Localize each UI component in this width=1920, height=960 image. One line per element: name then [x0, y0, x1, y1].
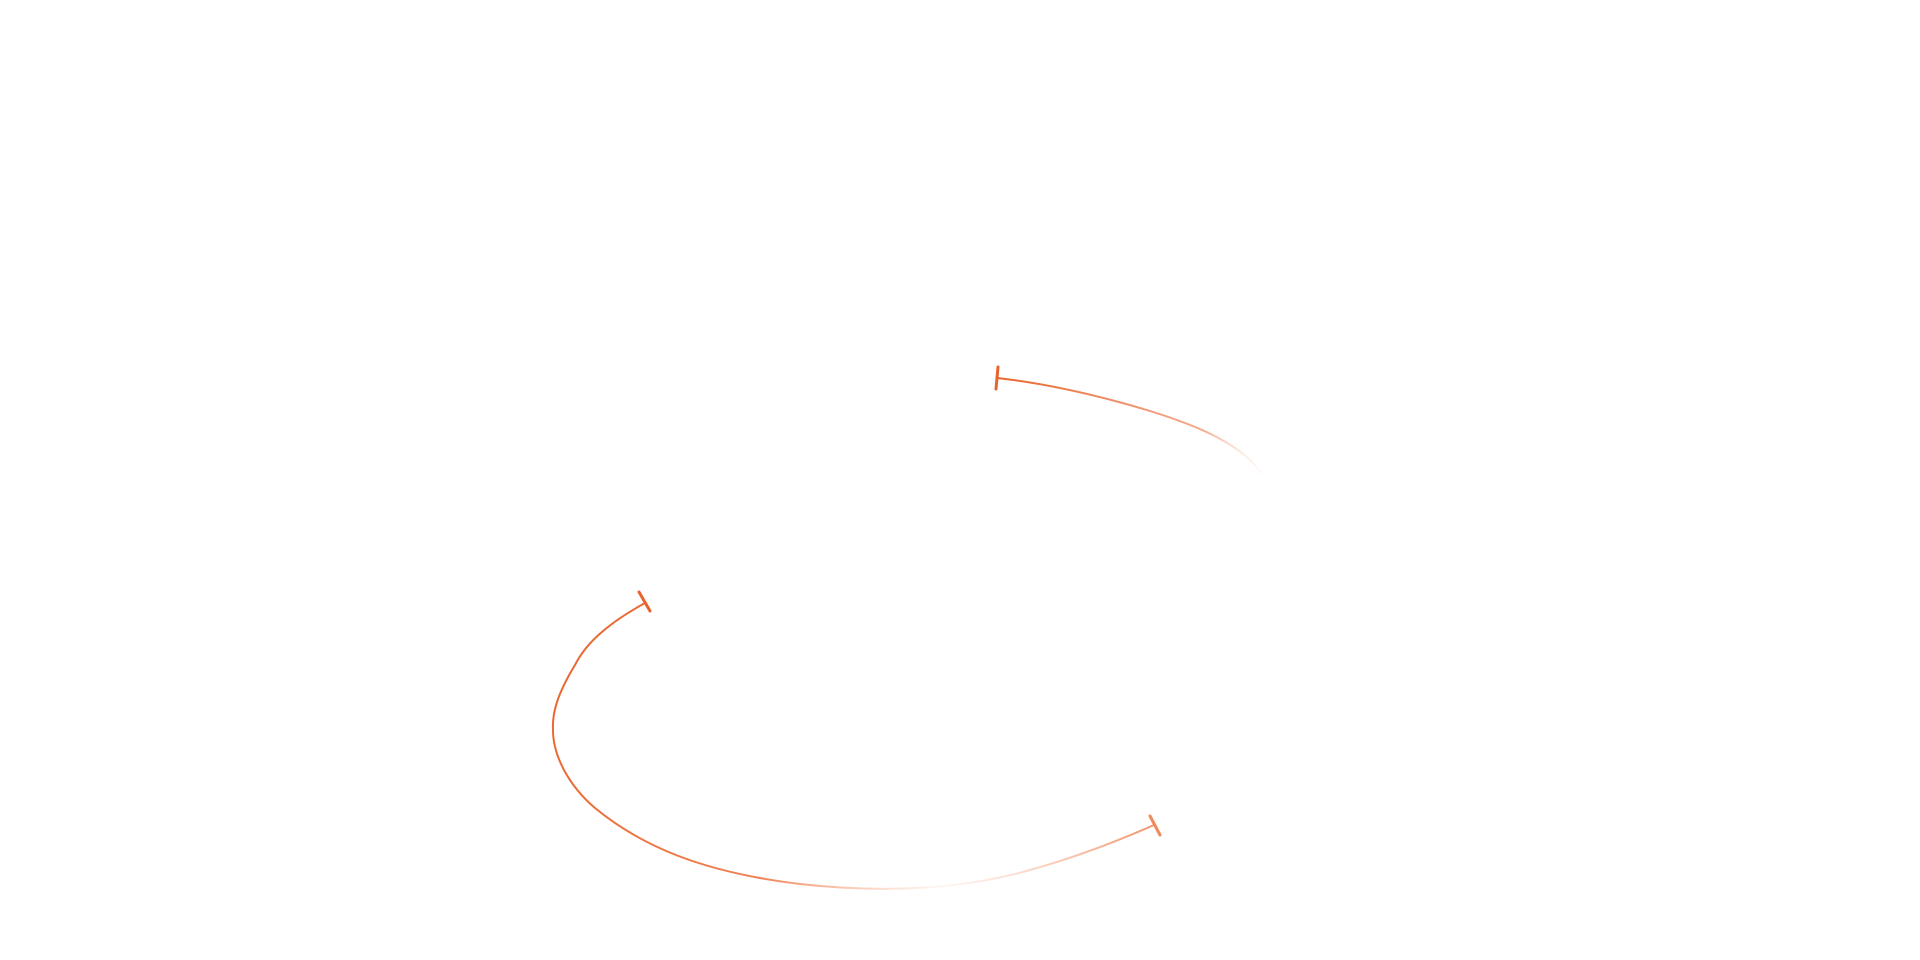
lower-arc-start-tick: [637, 590, 652, 613]
lower-arc: [551, 590, 1162, 890]
lower-arc-end-tick: [1148, 814, 1162, 837]
upper-arc-start-tick: [994, 365, 1000, 391]
upper-arc: [994, 365, 1263, 475]
